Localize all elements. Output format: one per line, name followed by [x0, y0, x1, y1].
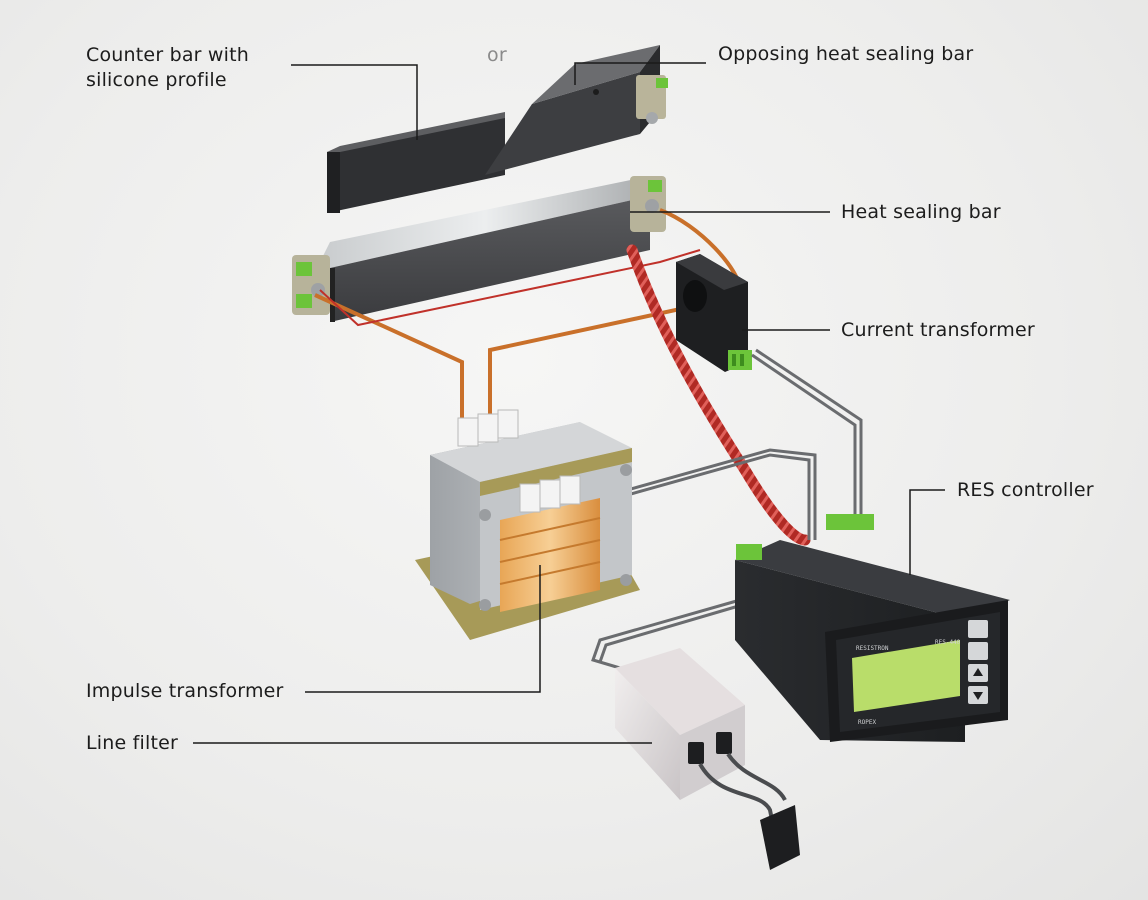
- counter-bar-label-line2: silicone profile: [86, 69, 227, 91]
- line-filter-label: Line filter: [86, 732, 179, 754]
- impulse-transformer: [415, 409, 640, 640]
- counter-bar-label-line1: Counter bar with: [86, 44, 250, 66]
- controller-button-menu: [968, 642, 988, 660]
- current-transformer: [676, 254, 752, 372]
- heat-sealing-bar: [292, 176, 666, 322]
- measurement-wire: [319, 249, 701, 327]
- opposing-bar-leader: [574, 62, 706, 85]
- controller-terminal-top: [826, 514, 874, 530]
- impulse-transformer-leader: [305, 565, 541, 693]
- spring-cable: [626, 244, 811, 546]
- res-controller-leader: [909, 489, 945, 575]
- counter-bar: [327, 112, 505, 213]
- signal-cables: [591, 348, 863, 670]
- counter-bar-leader: [291, 64, 418, 140]
- heat-sealing-bar-label: Heat sealing bar: [841, 201, 1001, 223]
- impulse-transformer-label: Impulse transformer: [86, 680, 284, 702]
- controller-brand: RESISTRON: [856, 645, 889, 652]
- current-transformer-label: Current transformer: [841, 319, 1035, 341]
- controller-maker: ROPEX: [858, 719, 876, 726]
- counter-bar-label: Counter bar with silicone profile: [86, 43, 249, 93]
- res-controller-label: RES controller: [957, 479, 1094, 501]
- callout-lines: [193, 62, 945, 744]
- controller-model: RES-440: [935, 639, 961, 646]
- res-controller: RESISTRON RES-440 ROPEX: [735, 514, 1010, 742]
- opposing-bar-label: Opposing heat sealing bar: [718, 43, 974, 65]
- controller-terminal-left: [736, 544, 762, 560]
- power-plug: [760, 805, 800, 870]
- or-label: or: [487, 44, 507, 66]
- controller-button-power: [968, 620, 988, 638]
- line-filter: [615, 648, 800, 870]
- opposing-heat-sealing-bar: [485, 45, 668, 175]
